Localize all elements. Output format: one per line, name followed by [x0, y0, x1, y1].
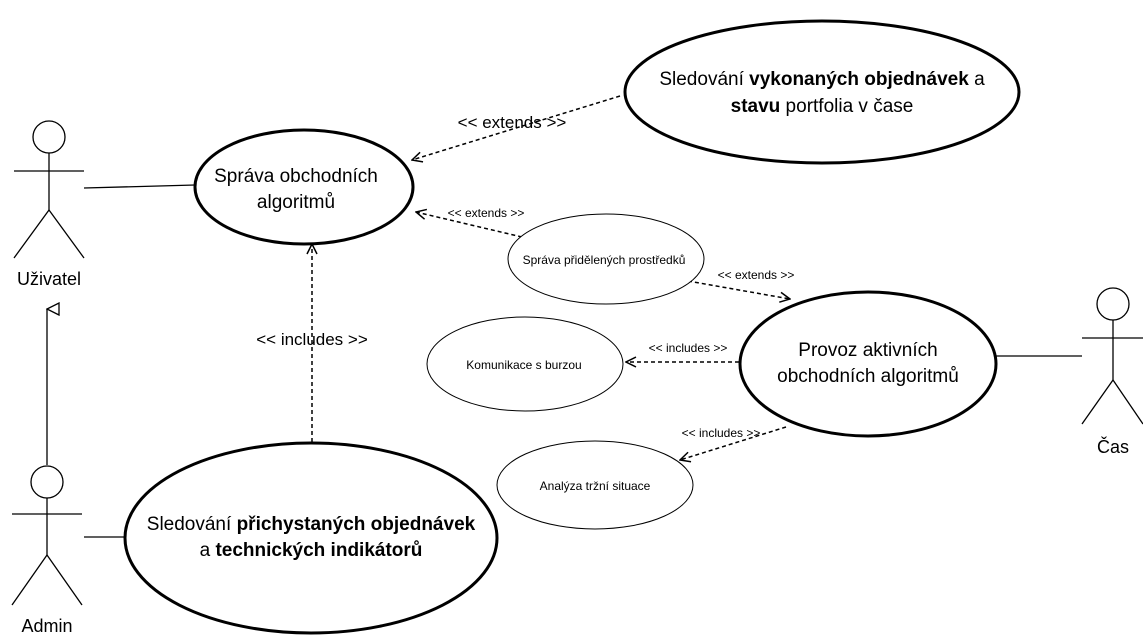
usecase-track-prepared-l1b: přichystaných objednávek	[237, 514, 476, 535]
usecase-track-executed-l2b: portfolia v čase	[780, 96, 913, 117]
usecase-run-algorithms-shape	[738, 290, 998, 438]
usecase-run-algorithms[interactable]: Provoz aktivních obchodních algoritmů	[738, 290, 998, 438]
usecase-track-executed-shape	[623, 19, 1021, 165]
actor-time-head	[1096, 287, 1130, 321]
usecase-track-executed-l2a: stavu	[731, 96, 781, 117]
usecase-track-executed-l1b: vykonaných objednávek	[749, 69, 969, 90]
usecase-track-executed[interactable]: Sledování vykonaných objednávek a stavu …	[623, 19, 1021, 165]
extends-label-run: << extends >>	[718, 268, 795, 282]
actor-admin: Admin	[11, 465, 83, 636]
usecase-track-executed-line1: Sledování vykonaných objednávek a	[659, 69, 985, 90]
extends-label-main: << extends >>	[458, 113, 567, 132]
usecase-track-prepared-l2a: a	[200, 540, 216, 561]
usecase-manage-algorithms-line2: algoritmů	[257, 192, 335, 213]
actor-admin-leg-left	[11, 554, 48, 606]
usecase-track-executed-l1a: Sledování	[659, 69, 749, 90]
includes-label-analysis: << includes >>	[682, 426, 761, 440]
extends-arrow-resources-to-run	[687, 280, 790, 299]
usecase-track-prepared-line1: Sledování přichystaných objednávek	[147, 514, 476, 535]
actor-user: Uživatel	[13, 120, 85, 289]
usecase-run-algorithms-line2: obchodních algoritmů	[777, 366, 959, 387]
actor-user-head	[32, 120, 66, 154]
actor-time: Čas	[1081, 287, 1143, 457]
usecase-manage-resources[interactable]: Správa přidělených prostředků	[507, 213, 705, 305]
usecase-track-prepared-line2: a technických indikátorů	[200, 540, 423, 561]
actor-admin-head	[30, 465, 64, 499]
extends-label-resources: << extends >>	[448, 206, 525, 220]
usecase-market-analysis[interactable]: Analýza tržní situace	[496, 440, 694, 530]
usecase-manage-resources-label: Správa přidělených prostředků	[523, 253, 686, 267]
includes-label-main: << includes >>	[256, 330, 368, 349]
usecase-exchange-communication-shape	[426, 316, 624, 412]
actor-time-leg-left	[1081, 379, 1114, 425]
usecase-track-prepared-shape	[123, 441, 499, 635]
usecase-manage-algorithms-line1: Správa obchodních	[214, 166, 378, 187]
usecase-market-analysis-shape	[496, 440, 694, 530]
actor-time-leg-right	[1112, 379, 1143, 425]
usecase-exchange-communication-label: Komunikace s burzou	[466, 358, 581, 372]
usecase-exchange-communication[interactable]: Komunikace s burzou	[426, 316, 624, 412]
actor-admin-leg-right	[46, 554, 83, 606]
usecase-manage-algorithms[interactable]: Správa obchodních algoritmů	[193, 128, 415, 246]
association-user-manage	[83, 184, 196, 189]
actor-time-label: Čas	[1097, 436, 1129, 457]
usecase-track-prepared[interactable]: Sledování přichystaných objednávek a tec…	[123, 441, 499, 635]
extends-arrow-executed-to-manage	[412, 95, 621, 160]
includes-arrow-run-to-analysis	[680, 426, 787, 460]
usecase-track-executed-line2: stavu portfolia v čase	[731, 96, 914, 117]
actor-user-leg-left	[13, 209, 50, 259]
usecase-run-algorithms-line1: Provoz aktivních	[798, 340, 937, 361]
usecase-track-prepared-l2b: technických indikátorů	[215, 540, 422, 561]
usecase-manage-resources-shape	[507, 213, 705, 305]
actor-user-label: Uživatel	[17, 269, 81, 289]
actor-admin-label: Admin	[21, 616, 72, 636]
usecase-market-analysis-label: Analýza tržní situace	[540, 479, 651, 493]
usecase-manage-algorithms-shape	[193, 128, 415, 246]
usecase-track-prepared-l1a: Sledování	[147, 514, 237, 535]
usecase-track-executed-l1c: a	[969, 69, 985, 90]
includes-label-exchange: << includes >>	[649, 341, 728, 355]
actor-user-leg-right	[48, 209, 85, 259]
